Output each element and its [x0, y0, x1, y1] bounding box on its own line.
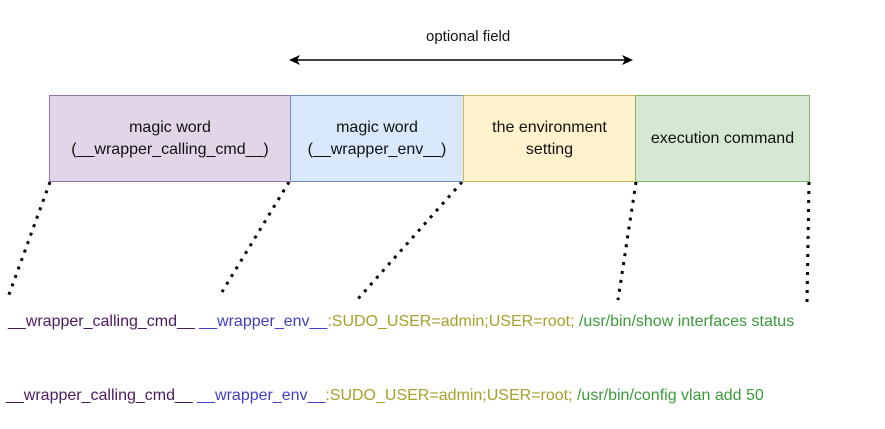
example-calling-cmd: __wrapper_calling_cmd__	[8, 313, 195, 330]
box-line1: execution command	[650, 129, 795, 147]
box-line2: (__wrapper_env__)	[307, 140, 447, 158]
example-command: /usr/bin/show interfaces status	[574, 313, 795, 330]
box-line2: setting	[525, 140, 574, 158]
box-line1: magic word	[336, 118, 418, 136]
example-env: :SUDO_USER=admin;USER=root;	[327, 313, 575, 330]
box-line2: (__wrapper_calling_cmd__)	[71, 140, 269, 158]
example-command-1: __wrapper_calling_cmd__ __wrapper_env__:…	[8, 312, 794, 332]
box-line1: magic word	[129, 118, 211, 136]
example-command: /usr/bin/config vlan add 50	[572, 387, 764, 404]
connector-env-word	[220, 181, 291, 293]
optional-field-arrow	[289, 55, 633, 65]
connector-env	[355, 181, 464, 301]
example-env: :SUDO_USER=admin;USER=root;	[325, 387, 573, 404]
example-command-2: __wrapper_calling_cmd__ __wrapper_env__:…	[6, 386, 764, 406]
dotted-connectors	[5, 181, 811, 303]
example-calling-cmd: __wrapper_calling_cmd__	[6, 387, 193, 404]
connector-command-start	[616, 181, 638, 301]
example-env-word: __wrapper_env__	[197, 387, 326, 404]
box-execution-command: execution command	[635, 95, 810, 182]
box-line1: the environment	[492, 118, 607, 136]
optional-field-label: optional field	[426, 28, 511, 45]
example-env-word: __wrapper_env__	[199, 313, 328, 330]
box-magic-word-calling-cmd: magic word (__wrapper_calling_cmd__)	[49, 95, 291, 182]
connector-command-end	[805, 181, 811, 303]
connector-calling-cmd	[5, 181, 52, 301]
box-environment-setting: the environment setting	[463, 95, 636, 182]
box-magic-word-env: magic word (__wrapper_env__)	[290, 95, 464, 182]
